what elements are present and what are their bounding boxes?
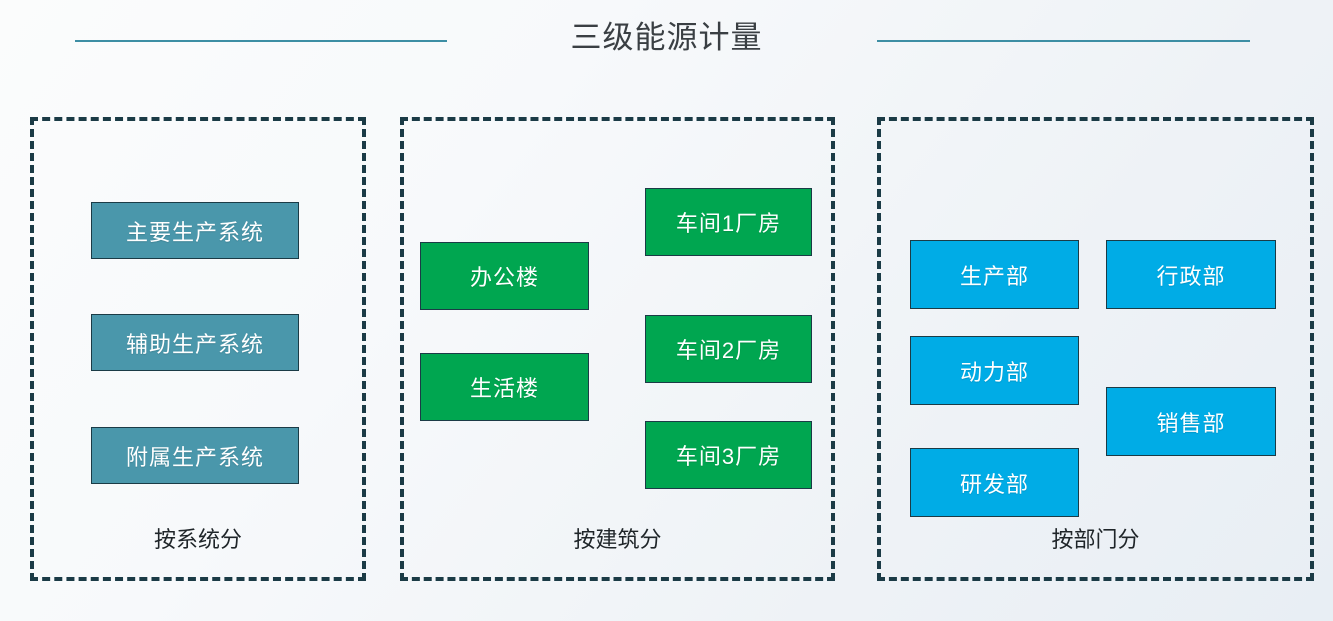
group-caption-by-department: 按部门分 <box>1051 527 1140 552</box>
diagram-title: 三级能源计量 <box>570 20 763 55</box>
group-panel-by-department: 按部门分 <box>877 117 1314 581</box>
node-production-department[interactable]: 生产部 <box>910 240 1079 309</box>
node-living-building[interactable]: 生活楼 <box>420 353 589 421</box>
diagram-header: 三级能源计量 <box>0 0 1333 82</box>
node-research-development-department[interactable]: 研发部 <box>910 448 1079 517</box>
node-subsidiary-production-system[interactable]: 附属生产系统 <box>91 427 299 484</box>
title-rule-right-decoration <box>877 40 1250 42</box>
node-power-department[interactable]: 动力部 <box>910 336 1079 405</box>
node-workshop-1-plant[interactable]: 车间1厂房 <box>645 188 812 256</box>
node-sales-department[interactable]: 销售部 <box>1106 387 1276 456</box>
node-workshop-3-plant[interactable]: 车间3厂房 <box>645 421 812 489</box>
node-office-building[interactable]: 办公楼 <box>420 242 589 310</box>
group-caption-by-building: 按建筑分 <box>573 527 662 552</box>
title-rule-left-decoration <box>75 40 447 42</box>
node-auxiliary-production-system[interactable]: 辅助生产系统 <box>91 314 299 371</box>
node-main-production-system[interactable]: 主要生产系统 <box>91 202 299 259</box>
group-panel-by-building: 按建筑分 <box>400 117 835 581</box>
node-workshop-2-plant[interactable]: 车间2厂房 <box>645 315 812 383</box>
group-panel-by-system: 按系统分 <box>30 117 366 581</box>
node-administration-department[interactable]: 行政部 <box>1106 240 1276 309</box>
group-caption-by-system: 按系统分 <box>153 527 242 552</box>
